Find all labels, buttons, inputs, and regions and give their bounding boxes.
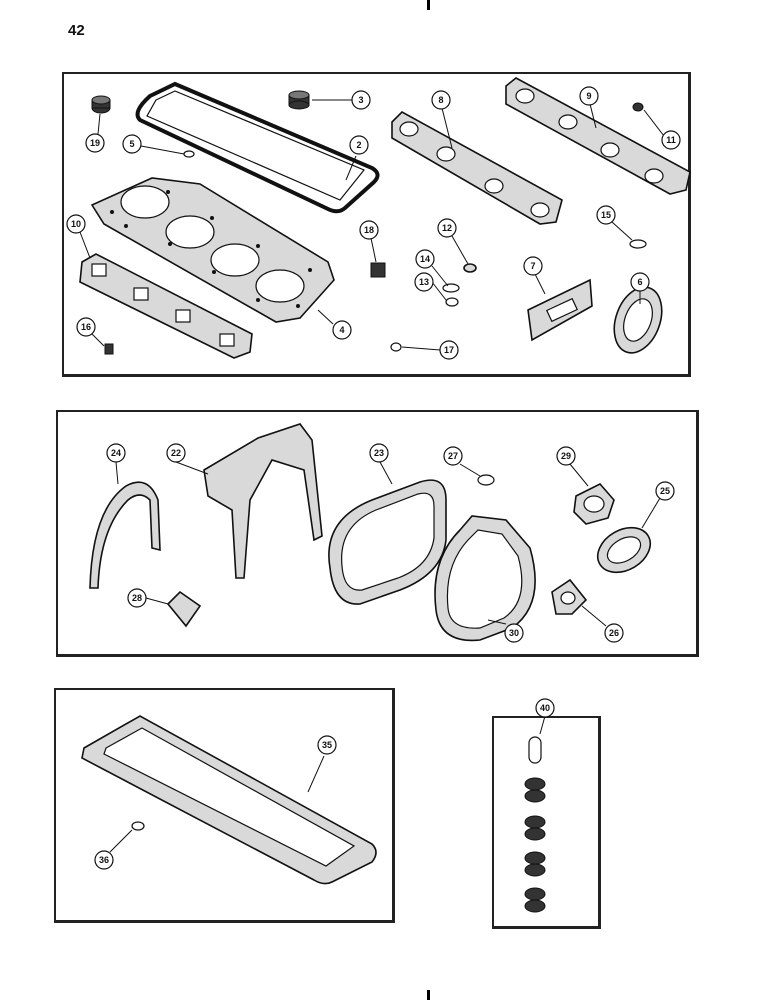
nut-part-16 <box>104 343 114 355</box>
svg-text:14: 14 <box>420 254 430 264</box>
seal-retainer-gasket-part-24 <box>89 481 161 589</box>
svg-text:27: 27 <box>448 451 458 461</box>
callout-part-14: 14 <box>415 249 435 269</box>
svg-text:4: 4 <box>339 325 344 335</box>
callout-part-5: 5 <box>122 134 142 154</box>
bushing-part-18 <box>370 262 386 278</box>
callout-part-9: 9 <box>579 86 599 106</box>
seal-kit-part-40 <box>524 736 546 913</box>
callout-part-29: 29 <box>556 446 576 466</box>
callout-part-6: 6 <box>630 272 650 292</box>
callout-part-22: 22 <box>166 443 186 463</box>
svg-text:18: 18 <box>364 225 374 235</box>
callout-part-28: 28 <box>127 588 147 608</box>
callout-part-4: 4 <box>332 320 352 340</box>
callout-part-36: 36 <box>94 850 114 870</box>
washer-part-36 <box>131 821 145 831</box>
callout-part-19: 19 <box>85 133 105 153</box>
svg-text:15: 15 <box>601 210 611 220</box>
plug-part-3 <box>288 90 310 110</box>
round-gasket-part-6 <box>613 286 663 354</box>
panel-upper-engine-gaskets <box>62 72 691 377</box>
callout-part-35: 35 <box>317 735 337 755</box>
callout-part-30: 30 <box>504 623 524 643</box>
callout-part-18: 18 <box>359 220 379 240</box>
svg-text:36: 36 <box>99 855 109 865</box>
callout-part-24: 24 <box>106 443 126 463</box>
svg-text:5: 5 <box>129 139 134 149</box>
panel-oil-pan-gasket <box>54 688 395 923</box>
svg-text:28: 28 <box>132 593 142 603</box>
washer-part-12 <box>463 263 477 273</box>
svg-text:10: 10 <box>71 219 81 229</box>
washer-part-11 <box>632 102 644 112</box>
callout-part-15: 15 <box>596 205 616 225</box>
svg-text:9: 9 <box>586 91 591 101</box>
timing-cover-gasket-part-22 <box>203 423 323 579</box>
callout-part-25: 25 <box>655 481 675 501</box>
svg-text:16: 16 <box>81 322 91 332</box>
svg-text:40: 40 <box>540 703 550 713</box>
svg-text:30: 30 <box>509 628 519 638</box>
washer-part-15 <box>629 239 647 249</box>
callout-part-16: 16 <box>76 317 96 337</box>
callout-part-40: 40 <box>535 698 555 718</box>
round-gasket-part-25 <box>596 526 652 574</box>
exhaust-gasket-part-9 <box>505 77 691 195</box>
callout-part-26: 26 <box>604 623 624 643</box>
washer-part-27 <box>477 474 495 486</box>
callout-part-10: 10 <box>66 214 86 234</box>
crop-mark-top <box>427 0 430 10</box>
washer-part-13 <box>445 297 459 307</box>
callout-part-23: 23 <box>369 443 389 463</box>
oil-pan-gasket-part-35 <box>81 715 377 885</box>
svg-text:22: 22 <box>171 448 181 458</box>
svg-text:19: 19 <box>90 138 100 148</box>
crop-mark-bottom <box>427 990 430 1000</box>
svg-text:26: 26 <box>609 628 619 638</box>
cover-gasket-part-29 <box>573 483 615 525</box>
callout-part-3: 3 <box>351 90 371 110</box>
plug-part-19 <box>91 95 111 114</box>
svg-text:17: 17 <box>444 345 454 355</box>
svg-text:2: 2 <box>356 140 361 150</box>
svg-text:23: 23 <box>374 448 384 458</box>
callout-part-2: 2 <box>349 135 369 155</box>
svg-text:35: 35 <box>322 740 332 750</box>
svg-text:7: 7 <box>530 261 535 271</box>
timing-cover-gasket-part-23 <box>328 479 447 605</box>
manifold-gasket-part-10 <box>79 253 253 359</box>
cover-gasket-part-7 <box>527 278 593 342</box>
svg-text:13: 13 <box>419 277 429 287</box>
callout-part-12: 12 <box>437 218 457 238</box>
rocker-cover-gasket-part-2 <box>135 81 380 214</box>
washer-part-14 <box>442 283 460 293</box>
panel-timing-cover-gaskets <box>56 410 699 657</box>
water-pump-gasket-part-30 <box>434 515 536 642</box>
svg-text:11: 11 <box>666 135 676 145</box>
callout-part-13: 13 <box>414 272 434 292</box>
callout-part-7: 7 <box>523 256 543 276</box>
washer-part-5 <box>183 150 195 158</box>
callout-part-17: 17 <box>439 340 459 360</box>
page-number: 42 <box>68 22 85 39</box>
svg-text:6: 6 <box>637 277 642 287</box>
callout-part-8: 8 <box>431 90 451 110</box>
exhaust-gasket-part-8 <box>391 111 563 225</box>
washer-part-17 <box>390 342 402 352</box>
svg-text:3: 3 <box>358 95 363 105</box>
svg-text:29: 29 <box>561 451 571 461</box>
svg-text:8: 8 <box>438 95 443 105</box>
callout-part-27: 27 <box>443 446 463 466</box>
plate-gasket-part-28 <box>166 590 202 628</box>
head-gasket-part-4 <box>90 177 335 323</box>
svg-text:12: 12 <box>442 223 452 233</box>
svg-text:25: 25 <box>660 486 670 496</box>
callout-part-11: 11 <box>661 130 681 150</box>
svg-text:24: 24 <box>111 448 121 458</box>
cover-gasket-part-26 <box>551 578 588 615</box>
